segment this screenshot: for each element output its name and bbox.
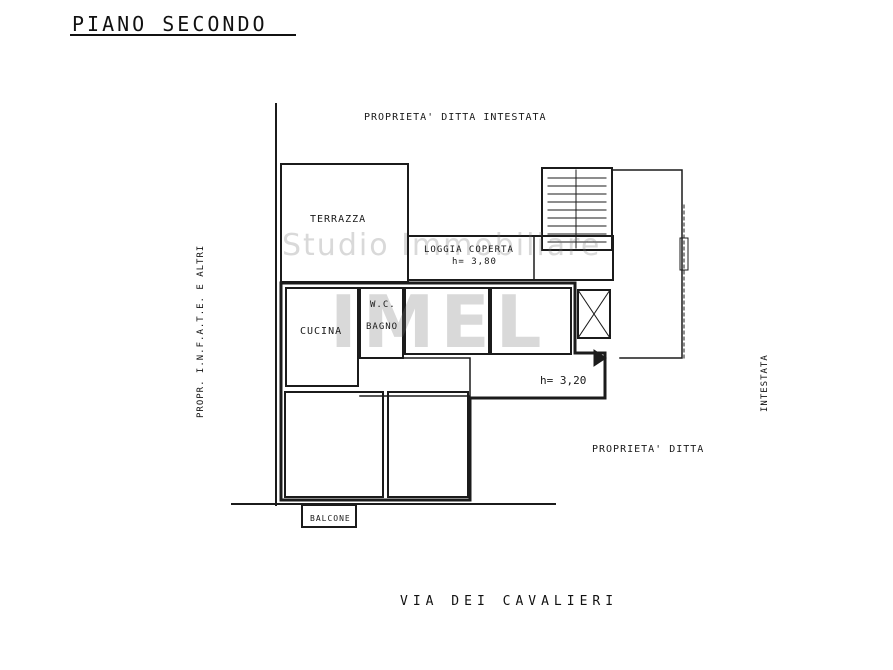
elevator-shaft [577, 289, 611, 339]
neighbor-top-label: PROPRIETA' DITTA INTESTATA [364, 112, 547, 123]
height-label: h= 3,20 [540, 374, 587, 387]
neighbor-window [679, 237, 689, 271]
hallway [359, 357, 471, 397]
watermark-text: Studio Immobiliare [282, 228, 602, 263]
cucina-label: CUCINA [300, 326, 343, 337]
balcone-outline [301, 504, 357, 528]
bagno-label: BAGNO [366, 322, 399, 332]
apartment-outer-wall [279, 281, 607, 502]
elevator-cross-b [577, 289, 611, 339]
neighbor-right-label: PROPRIETA' DITTA [592, 444, 705, 455]
neighbor-left-label: PROPR. I.N.F.A.T.E. E ALTRI [196, 244, 206, 418]
terrazza-label: TERRAZZA [310, 214, 367, 225]
street-label: VIA DEI CAVALIERI [400, 594, 619, 609]
cucina-room [285, 287, 359, 387]
front-room-right [387, 391, 469, 498]
wc-label: W.C. [370, 300, 396, 310]
neighbor-right-vertical-label: INTESTATA [760, 354, 770, 412]
landing-arrow [593, 349, 607, 367]
page-title: PIANO SECONDO [72, 12, 268, 36]
room-east [490, 287, 572, 355]
loggia-label: LOGGIA COPERTA [424, 245, 514, 255]
stair-core [541, 167, 613, 251]
title-underline [70, 34, 296, 36]
loggia-height-label: h= 3,80 [452, 257, 497, 267]
stair-treads [547, 169, 607, 249]
loggia-outline [407, 235, 614, 281]
neighbor-outline [611, 169, 683, 359]
front-room-left [284, 391, 384, 498]
balcone-label: BALCONE [310, 514, 351, 523]
room-center [404, 287, 490, 355]
watermark-logo: IMEL [330, 280, 548, 364]
